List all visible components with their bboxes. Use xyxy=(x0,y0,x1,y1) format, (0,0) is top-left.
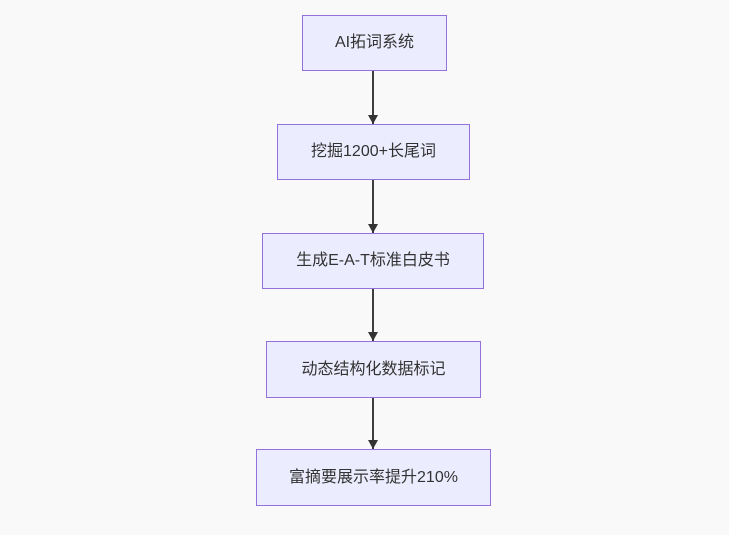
arrow-down-icon xyxy=(371,398,374,449)
node-label: 动态结构化数据标记 xyxy=(301,360,446,378)
flowchart-node-rich-snippet-result: 富摘要展示率提升210% xyxy=(256,449,491,506)
node-label: 富摘要展示率提升210% xyxy=(289,468,458,486)
arrow-down-icon xyxy=(371,289,374,341)
arrow-down-icon xyxy=(371,180,374,233)
flowchart-node-ai-system: AI拓词系统 xyxy=(302,15,447,71)
node-label: AI拓词系统 xyxy=(334,34,415,52)
node-label: 挖掘1200+长尾词 xyxy=(311,143,436,161)
flowchart-node-structured-data: 动态结构化数据标记 xyxy=(266,341,481,398)
arrow-down-icon xyxy=(371,71,374,124)
node-label: 生成E-A-T标准白皮书 xyxy=(296,252,450,270)
flowchart-node-eat-whitepaper: 生成E-A-T标准白皮书 xyxy=(262,233,484,289)
flowchart-node-longtail-mining: 挖掘1200+长尾词 xyxy=(277,124,470,180)
